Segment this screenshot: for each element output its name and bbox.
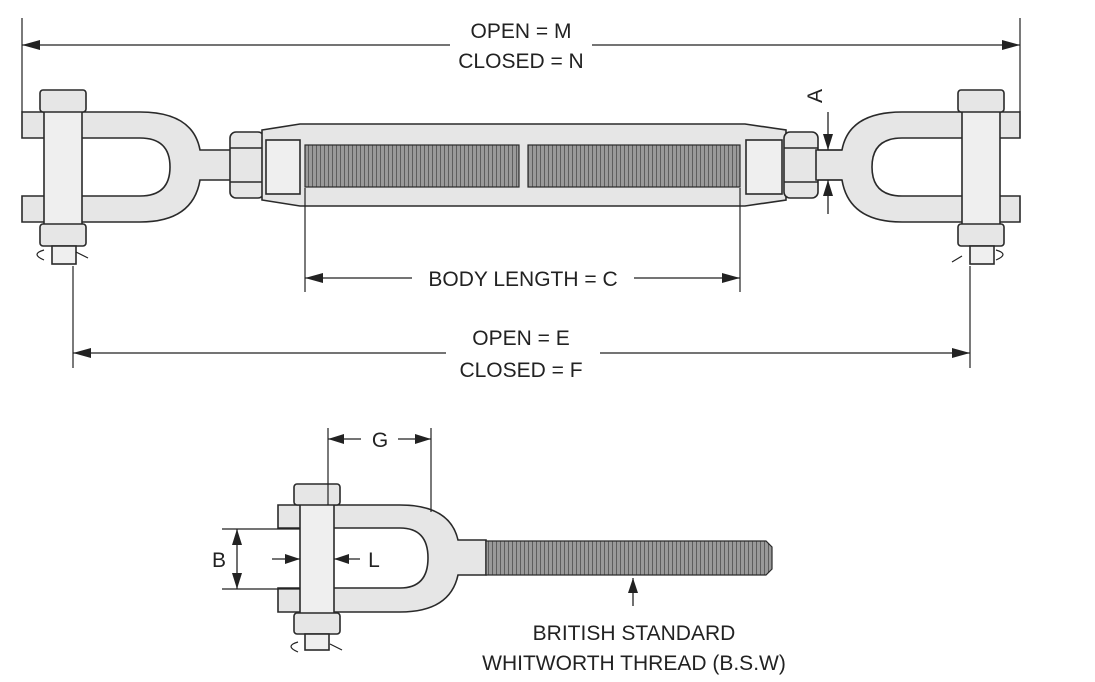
thread-right [527, 144, 741, 188]
fitting-threaded-shank [485, 540, 773, 576]
turnbuckle-body [261, 123, 787, 207]
dimension-a: A [804, 89, 842, 214]
label-g: G [372, 429, 388, 452]
left-pin-end [51, 245, 77, 265]
fitting-pin-nut [293, 612, 341, 635]
right-jaw [815, 89, 1021, 265]
body-end-right [745, 139, 783, 195]
arrow-right [1002, 40, 1020, 50]
dimension-b: B [212, 528, 300, 590]
jaw-end-fitting [277, 483, 773, 653]
label-eye-closed: CLOSED = F [459, 359, 582, 382]
label-l: L [368, 549, 380, 572]
label-overall-closed: CLOSED = N [458, 50, 583, 73]
fitting-pin [299, 502, 335, 616]
right-pin-end [969, 245, 995, 265]
fitting-pin-head [293, 483, 341, 506]
turnbuckle-assembly [21, 89, 1021, 265]
right-pin-nut [957, 223, 1005, 247]
left-jaw [21, 89, 233, 265]
right-lock-nut [783, 131, 819, 199]
left-pin [43, 109, 83, 229]
right-pin [961, 109, 1001, 229]
dimension-overall-mn: OPEN = M CLOSED = N [21, 18, 1021, 112]
thread-left [304, 144, 520, 188]
label-body-length: BODY LENGTH = C [428, 268, 617, 291]
label-eye-open: OPEN = E [472, 327, 569, 350]
label-a: A [804, 89, 827, 103]
fitting-pin-end [304, 633, 330, 651]
dimension-body-length: BODY LENGTH = C [304, 188, 741, 292]
left-cotter-pin [36, 249, 89, 261]
fitting-cotter-pin [290, 641, 343, 653]
left-lock-nut [229, 131, 265, 199]
dimension-g: G [327, 428, 432, 512]
label-b: B [212, 549, 226, 572]
body-end-left [265, 139, 301, 195]
left-pin-head [39, 89, 87, 113]
arrow-left [22, 40, 40, 50]
label-overall-open: OPEN = M [471, 20, 572, 43]
thread-callout: BRITISH STANDARD WHITWORTH THREAD (B.S.W… [482, 578, 786, 675]
left-pin-nut [39, 223, 87, 247]
right-cotter-pin [951, 249, 1004, 263]
label-thread-line1: BRITISH STANDARD [533, 622, 736, 645]
right-pin-head [957, 89, 1005, 113]
label-thread-line2: WHITWORTH THREAD (B.S.W) [482, 652, 786, 675]
dimension-l: L [272, 549, 380, 572]
dimension-eye-ef: OPEN = E CLOSED = F [72, 266, 971, 382]
